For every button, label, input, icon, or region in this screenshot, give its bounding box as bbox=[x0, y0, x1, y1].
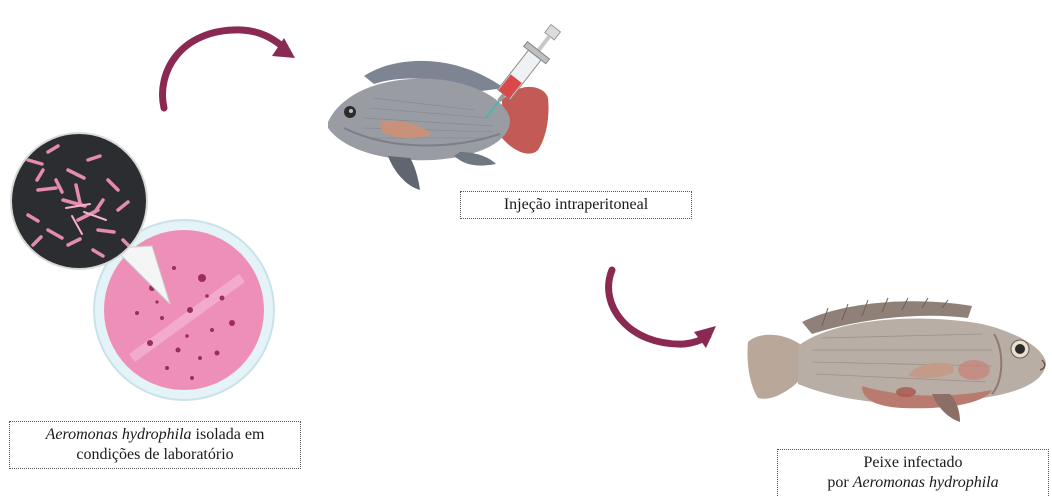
infected-fish-icon bbox=[742, 294, 1050, 428]
bacteria-label-line1: Aeromonas hydrophila isolada em bbox=[18, 425, 292, 445]
bacteria-label: Aeromonas hydrophila isolada em condiçõe… bbox=[9, 421, 301, 469]
curved-arrow-icon bbox=[598, 264, 723, 354]
infected-label-line1: Peixe infectado bbox=[786, 453, 1040, 473]
syringe-icon bbox=[470, 14, 570, 134]
injection-label: Injeção intraperitoneal bbox=[460, 191, 692, 219]
bacteria-label-rest: isolada em bbox=[192, 426, 265, 443]
infected-species-name: Aeromonas hydrophila bbox=[853, 474, 999, 491]
bacteria-species-name: Aeromonas hydrophila bbox=[46, 426, 192, 443]
bacteria-label-line2: condições de laboratório bbox=[18, 445, 292, 465]
curved-arrow-icon bbox=[150, 18, 300, 113]
infected-label-prefix: por bbox=[827, 474, 852, 491]
infected-label-line2: por Aeromonas hydrophila bbox=[786, 473, 1040, 493]
bacteria-micrograph-icon bbox=[8, 130, 150, 272]
injection-label-text: Injeção intraperitoneal bbox=[504, 196, 648, 213]
infected-label: Peixe infectado por Aeromonas hydrophila bbox=[777, 449, 1049, 496]
